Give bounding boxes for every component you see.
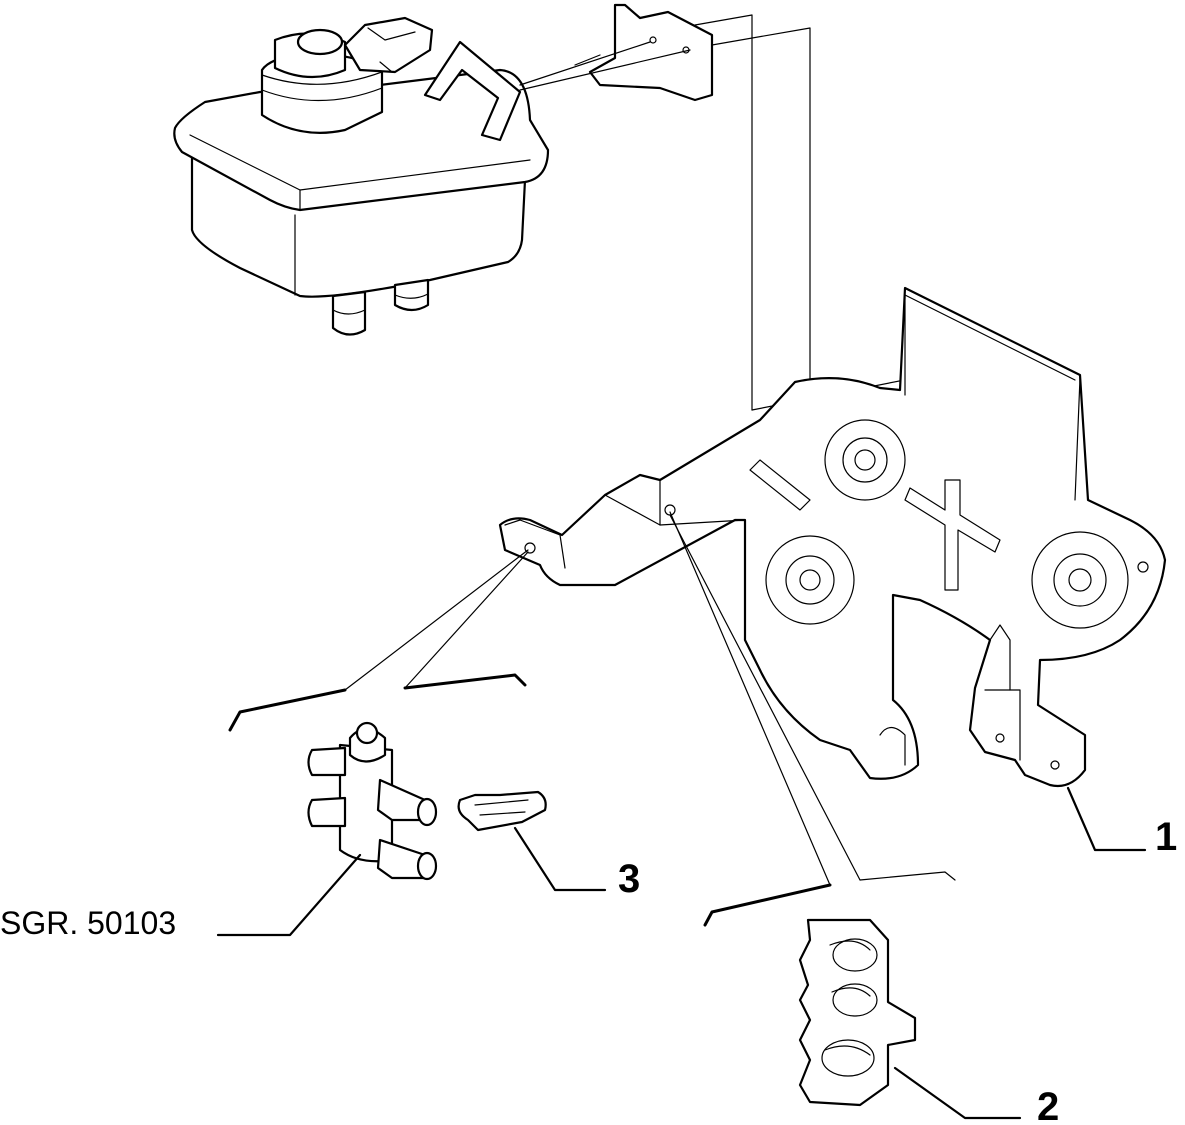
pipe-clip-part-2 [798,918,917,1107]
leader-line-1 [1066,786,1147,852]
callout-label-3: 3 [618,857,640,901]
pointer-lines [228,511,956,927]
main-bracket [498,286,1167,788]
reference-label: SGR. 50103 [0,905,176,941]
fluid-reservoir [173,16,550,336]
upper-mount-plate [519,3,714,102]
leader-line-3 [513,826,607,892]
leader-lines [216,786,1147,1120]
clip-part-3 [457,790,547,832]
callout-label-1: 1 [1155,815,1177,859]
valve-assembly [307,721,438,881]
leader-line-ref [216,853,362,937]
leader-line-2 [893,1066,1022,1120]
callout-label-2: 2 [1037,1085,1059,1125]
